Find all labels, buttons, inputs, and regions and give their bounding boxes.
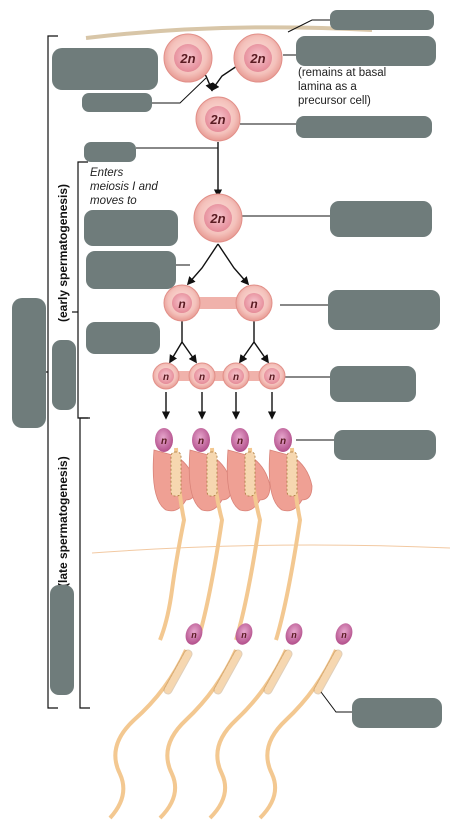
label-masks (12, 10, 442, 728)
svg-text:n: n (280, 436, 286, 447)
label-mask-spermatozoa[interactable] (352, 698, 442, 728)
label-mask-early-side[interactable] (52, 340, 76, 410)
early-spermatids: n n n n (152, 362, 286, 390)
label-mask-daughter-cell[interactable] (82, 93, 152, 112)
label-mask-late-side[interactable] (50, 585, 74, 695)
svg-text:2n: 2n (179, 51, 195, 66)
primary-spermatocyte: 2n (193, 193, 243, 243)
svg-text:n: n (250, 297, 257, 311)
precursor-note: (remains at basal lamina as a precursor … (298, 67, 389, 107)
spermatozoa: n n n n (108, 623, 353, 820)
label-mask-late-spermatids[interactable] (334, 430, 436, 460)
late-phase-label: (late spermatogenesis) (56, 456, 70, 587)
svg-text:n: n (199, 372, 205, 383)
svg-text:n: n (291, 630, 297, 640)
svg-text:n: n (241, 630, 247, 640)
label-mask-adluminal[interactable] (84, 210, 178, 246)
spermatogonium-right: 2n (233, 33, 283, 83)
svg-text:n: n (163, 372, 169, 383)
svg-text:n: n (341, 630, 347, 640)
svg-text:2n: 2n (209, 211, 225, 226)
label-mask-meiosis-i[interactable] (86, 251, 176, 289)
spermatogonium-left: 2n (163, 33, 213, 83)
label-mask-secondary-spermatocytes[interactable] (328, 290, 440, 330)
label-mask-primary-spermatocyte[interactable] (330, 201, 432, 237)
svg-text:n: n (191, 630, 197, 640)
svg-text:2n: 2n (209, 112, 225, 127)
meiosis-note: Enters meiosis I and moves to (90, 167, 161, 207)
label-mask-meiosis-ii[interactable] (86, 322, 160, 354)
early-phase-label: (early spermatogenesis) (56, 184, 70, 322)
flow-arrows (161, 63, 277, 420)
svg-text:n: n (233, 372, 239, 383)
svg-text:n: n (198, 436, 204, 447)
label-mask-mitosis[interactable] (84, 142, 136, 162)
label-mask-spermatogonia[interactable] (52, 48, 158, 90)
label-mask-spermatogonium-a[interactable] (296, 36, 436, 66)
svg-text:n: n (161, 436, 167, 447)
label-mask-early-spermatids[interactable] (330, 366, 416, 402)
svg-text:n: n (178, 297, 185, 311)
label-mask-spermatogonium-b[interactable] (296, 116, 432, 138)
svg-text:n: n (237, 436, 243, 447)
svg-text:2n: 2n (249, 51, 265, 66)
secondary-spermatocytes: n n (163, 284, 273, 322)
late-bracket (79, 417, 90, 709)
spermatogonium-committed: 2n (195, 96, 241, 142)
svg-text:n: n (269, 372, 275, 383)
lumen-boundary (91, 544, 451, 554)
label-mask-outer-side[interactable] (12, 298, 46, 428)
label-mask-basal-lamina[interactable] (330, 10, 434, 30)
elongating-spermatids: n n n n (155, 428, 303, 641)
